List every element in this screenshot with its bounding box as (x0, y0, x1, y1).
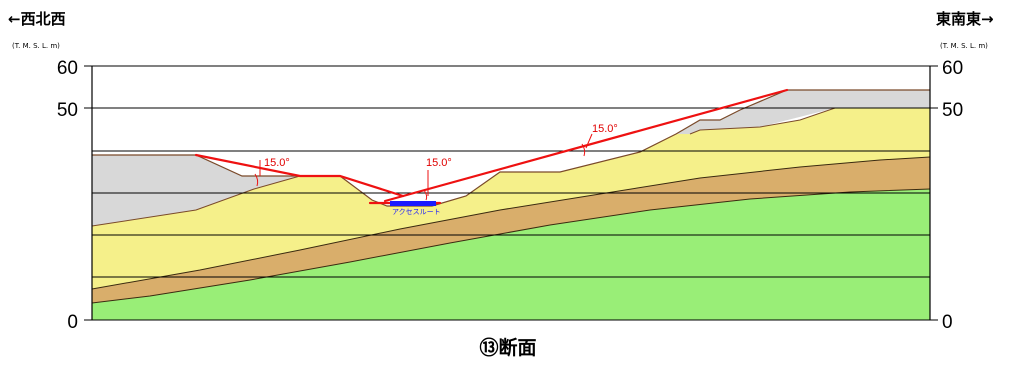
right-unit-label: (T. M. S. L. m) (940, 42, 988, 50)
slope-label-right: 15.0° (592, 123, 618, 135)
right-tick-50: 50 (942, 100, 963, 121)
angle-arc-center (423, 189, 428, 201)
angle-arc-right (581, 143, 586, 157)
section-title: ⑬断面 (479, 336, 536, 359)
boundary-upper-middle (91, 156, 931, 290)
bedrock-layer (92, 189, 930, 320)
grid-lines (92, 65, 930, 321)
right-tick-60: 60 (942, 58, 963, 79)
left-tick-0: 0 (67, 312, 78, 333)
boundary-middle-bedrock (91, 188, 931, 304)
left-tick-60: 60 (57, 58, 78, 79)
angle-markers (254, 133, 593, 201)
left-tick-50: 50 (57, 100, 78, 121)
left-direction-label: ←西北西 (8, 10, 66, 28)
slope-label-center: 15.0° (426, 157, 452, 169)
ground-surface-line (92, 89, 930, 207)
right-tick-0: 0 (942, 312, 953, 333)
axis-ticks (84, 65, 938, 321)
access-route-label: アクセスルート (392, 208, 441, 216)
slope-label-left: 15.0° (264, 157, 290, 169)
angle-arc-left (254, 173, 259, 187)
right-slope-line (383, 88, 789, 203)
grey-lower-edge (91, 175, 301, 227)
upper-soil-layer (92, 108, 930, 289)
left-slope-line (194, 153, 405, 198)
grey-fill-layer (92, 90, 930, 226)
left-unit-label: (T. M. S. L. m) (12, 42, 60, 50)
right-direction-label: 東南東→ (936, 10, 994, 28)
access-route-bar (390, 201, 436, 206)
